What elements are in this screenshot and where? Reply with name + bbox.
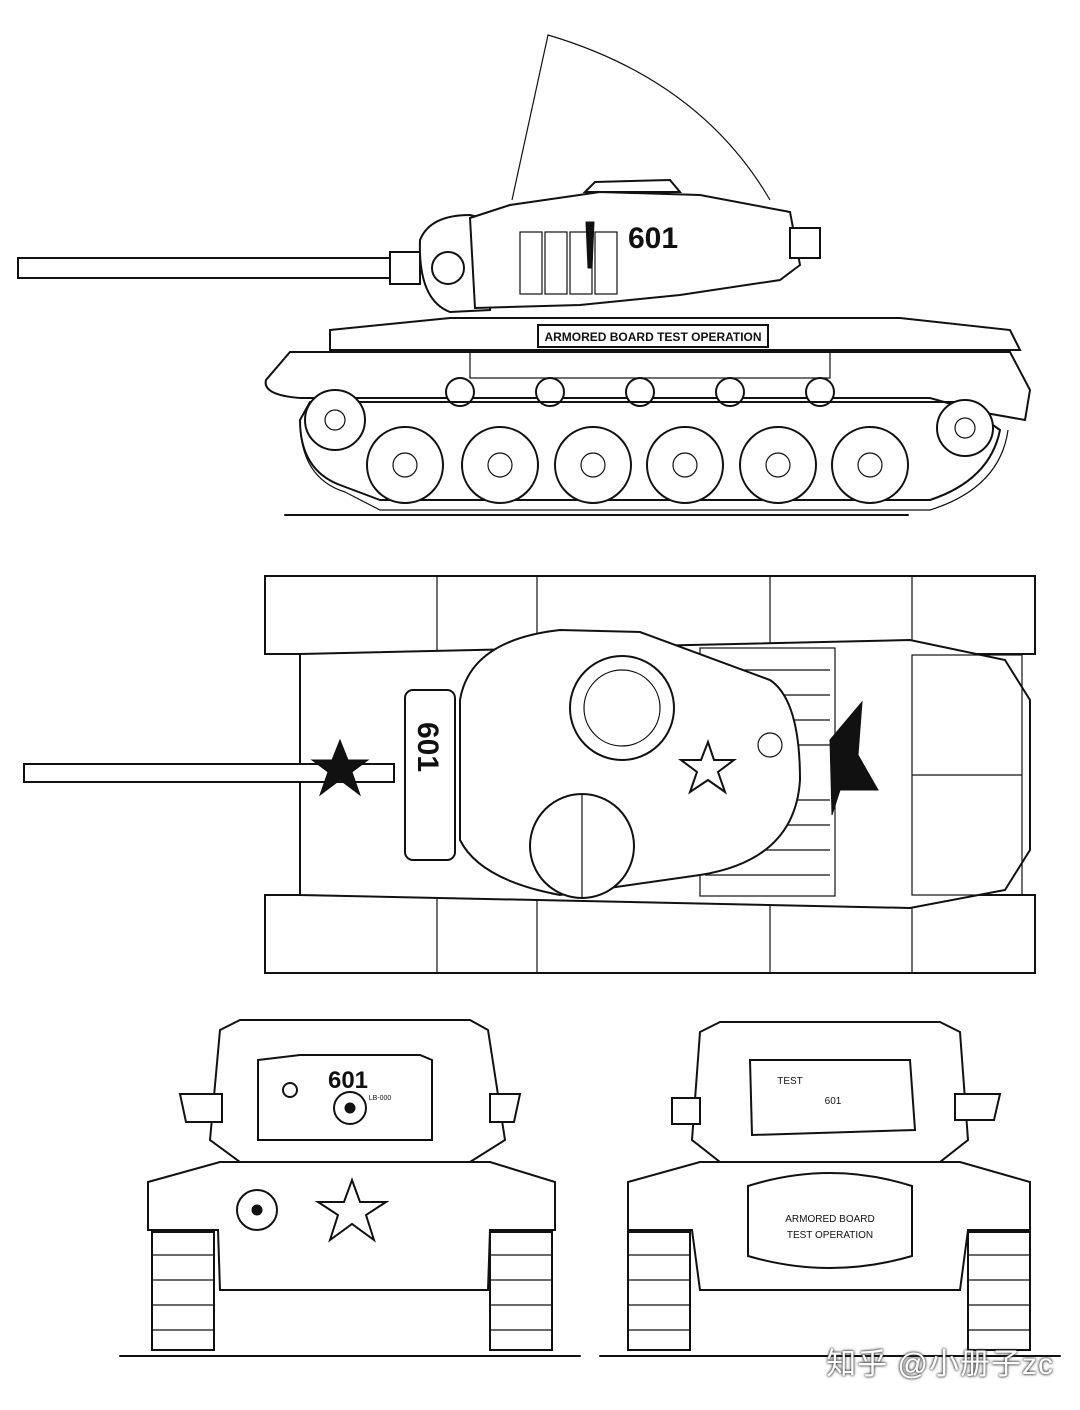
rear-turret-text: TEST xyxy=(777,1076,803,1087)
front-plate-small: LB-000 xyxy=(369,1095,392,1102)
fender-panel xyxy=(469,351,831,379)
front-star xyxy=(314,1177,390,1243)
star-turret xyxy=(678,739,737,795)
return-rollers xyxy=(445,377,835,407)
fender-dividers xyxy=(436,576,913,973)
gun-barrel xyxy=(17,257,399,279)
periscope xyxy=(757,732,783,758)
commander-hatch xyxy=(569,655,675,761)
top-gun-barrel xyxy=(23,763,395,783)
rear-view: TEST 601 ARMORED BOARD TEST OPERATION xyxy=(599,1021,1061,1357)
rear-left-box xyxy=(671,1097,701,1125)
rear-bustle xyxy=(748,1059,917,1137)
star-rear xyxy=(829,700,879,816)
rear-hull-text-1: ARMORED BOARD xyxy=(785,1214,874,1225)
turret-rear-mg xyxy=(789,227,821,259)
road-wheels xyxy=(366,426,909,504)
top-turret-number: 601 xyxy=(411,722,444,772)
front-view: 601 LB-000 xyxy=(119,1019,581,1357)
rear-left-track xyxy=(627,1231,691,1351)
side-hull-number: 601 xyxy=(628,222,678,255)
coax-port xyxy=(282,1082,298,1098)
side-view: 601 ARMORED BOARD TEST OPERATION xyxy=(17,34,1032,516)
track xyxy=(299,401,1001,501)
turret-front-plate xyxy=(404,689,456,861)
rear-hull-text-2: TEST OPERATION xyxy=(787,1230,873,1241)
rear-engine-door xyxy=(747,1172,913,1269)
top-view: 601 xyxy=(23,575,1036,974)
turret xyxy=(468,190,802,310)
rear-turret-number: 601 xyxy=(825,1096,842,1107)
turret-spare-tracks xyxy=(519,221,618,295)
antenna xyxy=(511,34,771,201)
front-right-light xyxy=(489,1093,522,1123)
hull-banner-box xyxy=(537,324,769,348)
front-left-light xyxy=(178,1093,223,1123)
track-outer xyxy=(299,419,1009,511)
front-plate-number: 601 xyxy=(328,1067,368,1094)
side-hull-banner: ARMORED BOARD TEST OPERATION xyxy=(544,330,761,344)
front-idler xyxy=(304,389,366,451)
star-front-deck xyxy=(310,738,370,797)
front-right-track xyxy=(489,1231,553,1351)
gun-mantlet-collar xyxy=(389,251,421,285)
mantlet-pivot xyxy=(431,251,465,285)
rear-right-track xyxy=(967,1231,1031,1351)
front-left-track xyxy=(151,1231,215,1351)
watermark: 知乎 @小册子zc xyxy=(826,1348,1054,1381)
commander-cupola xyxy=(582,178,683,193)
drive-sprocket xyxy=(936,399,994,457)
rear-right-box xyxy=(954,1093,1002,1121)
